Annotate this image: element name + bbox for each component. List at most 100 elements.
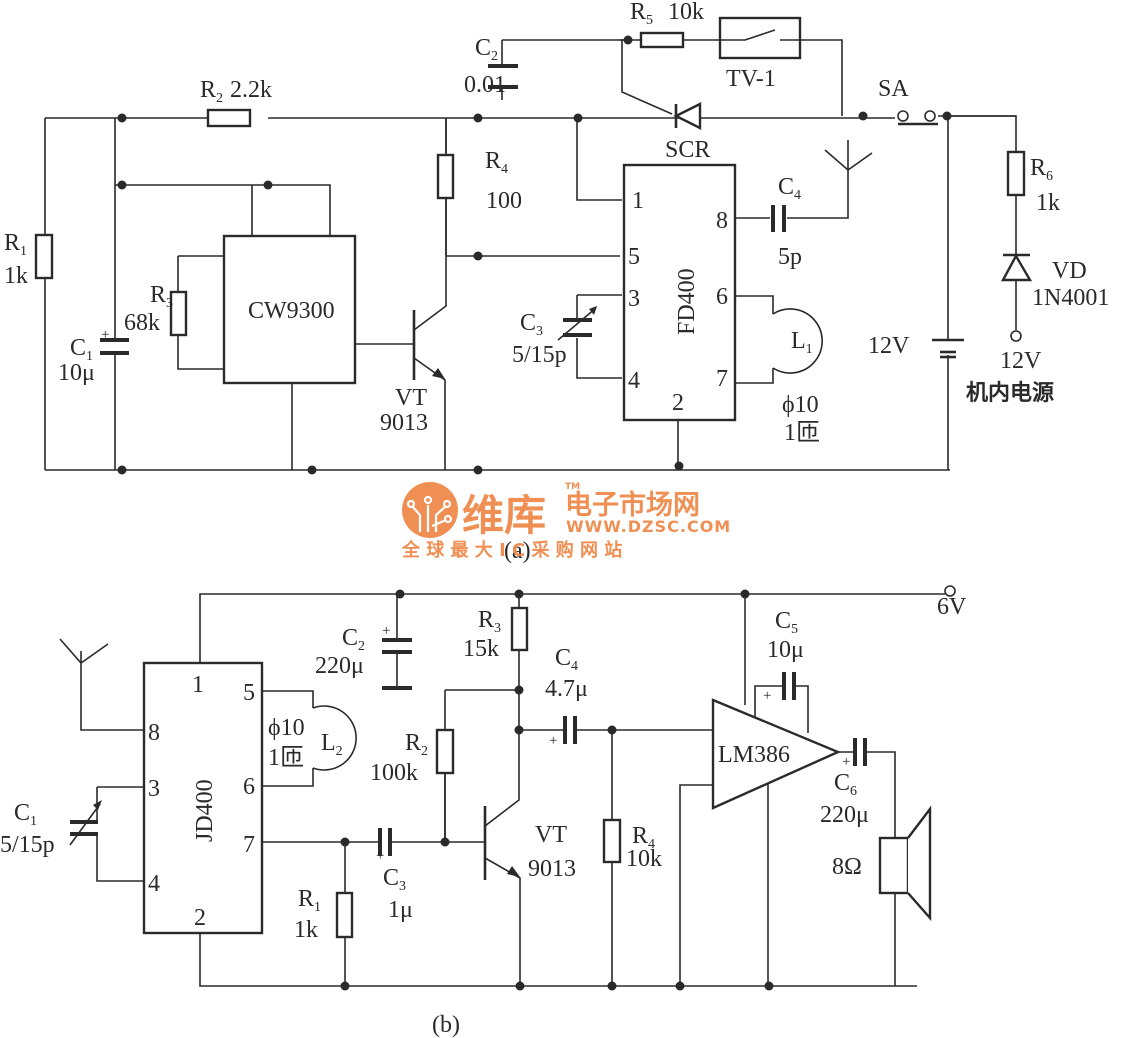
label-r3-b: R3 <box>478 607 501 636</box>
caption-a: (a) <box>504 538 531 564</box>
polarity-c5-b: + <box>763 688 771 704</box>
value-c1-b: 5/15p <box>0 832 55 858</box>
value-c5-b: 10μ <box>767 637 804 663</box>
capacitor-c5-b <box>782 672 796 700</box>
pin-jd400-6: 6 <box>243 774 255 800</box>
value-vt-b: 9013 <box>528 856 576 882</box>
value-c3-b: 1μ <box>388 897 413 923</box>
watermark-tagline: 全 球 最 大 I C 采 购 网 站 <box>401 539 622 561</box>
label-vt-b: VT <box>535 822 567 848</box>
watermark-site: 电子市场网 <box>565 489 700 521</box>
label-c2-b: C2 <box>342 625 365 654</box>
pin-fd400-7: 7 <box>716 366 728 392</box>
value-c3-a: 5/15p <box>512 342 567 368</box>
label-sa: SA <box>878 76 909 102</box>
transistor-vt-b <box>483 728 521 986</box>
polarity-c3-b: + <box>376 848 384 864</box>
coil-l1 <box>772 308 823 374</box>
label-r2-a: R2 <box>200 77 223 106</box>
ic-jd400 <box>142 661 264 935</box>
pin-jd400-2: 2 <box>194 905 206 931</box>
speaker <box>878 805 932 922</box>
label-jd400: JD400 <box>192 779 218 842</box>
label-c3-b: C3 <box>383 865 406 894</box>
pin-jd400-3: 3 <box>148 776 160 802</box>
value-r4-b: 10k <box>626 846 662 872</box>
value-r6-a: 1k <box>1036 190 1060 216</box>
supply-terminal-b <box>944 585 956 597</box>
label-l2: L2 <box>321 730 343 759</box>
antenna-b <box>59 638 144 731</box>
label-lm386: LM386 <box>718 742 790 768</box>
pin-jd400-7: 7 <box>243 832 255 858</box>
label-supply-b: 6V <box>937 594 967 620</box>
value-c2-a: 0.01 <box>464 72 506 98</box>
value-r5-a: 10k <box>668 0 704 25</box>
watermark-brand: 维库 <box>462 491 546 540</box>
junctions-b <box>340 589 774 991</box>
caption-b: (b) <box>432 1012 460 1038</box>
switch-sa <box>897 110 938 126</box>
capacitor-c3-b <box>378 828 392 856</box>
value-vt-a: 9013 <box>380 410 428 436</box>
capacitor-c2-b <box>382 638 412 690</box>
label-internal-power: 机内电源 <box>966 381 1054 406</box>
battery-12v <box>932 338 964 359</box>
label-c3-a: C3 <box>520 310 543 339</box>
value-r2-b: 100k <box>370 760 418 786</box>
capacitor-c6-b <box>853 738 867 766</box>
supply-terminal-a <box>1010 330 1022 342</box>
label-vd: VD <box>1052 258 1087 284</box>
label-r4-b: R4 <box>632 823 655 852</box>
value-r4-a: 100 <box>486 188 522 214</box>
amplifier-lm386 <box>711 698 842 810</box>
resistor-r6-a <box>1006 150 1026 197</box>
spec-l1-diameter: ϕ10 <box>782 392 819 418</box>
antenna-a <box>824 140 873 172</box>
spec-l2-diameter: ϕ10 <box>268 715 305 741</box>
resistor-r1-b <box>335 891 354 939</box>
label-r5-a: R5 <box>630 0 653 28</box>
label-supply-a: 12V <box>1000 348 1042 374</box>
label-r4-a: R4 <box>485 148 508 177</box>
pin-fd400-6: 6 <box>716 284 728 310</box>
capacitor-c4-b <box>563 716 577 744</box>
resistor-r1-a <box>34 233 54 280</box>
resistor-r3-b <box>510 606 529 652</box>
polarity-c4-b: + <box>549 733 557 749</box>
spec-l2-turns: 1匝 <box>268 745 304 771</box>
coil-l2 <box>312 705 357 771</box>
resistor-r3-a <box>169 290 188 337</box>
label-c1-a: C1 <box>70 335 93 364</box>
label-c5-b: C5 <box>775 608 798 637</box>
label-vt-a: VT <box>395 385 427 411</box>
value-c6-b: 220μ <box>820 802 869 828</box>
value-vd: 1N4001 <box>1032 285 1109 311</box>
pin-fd400-1: 1 <box>632 188 644 214</box>
value-c2-b: 220μ <box>315 653 364 679</box>
label-r6-a: R6 <box>1030 155 1053 184</box>
pin-fd400-4: 4 <box>628 368 640 394</box>
pin-fd400-3: 3 <box>628 286 640 312</box>
watermark-tm: TM <box>565 482 580 492</box>
value-r1-a: 1k <box>4 263 28 289</box>
label-c6-b: C6 <box>834 770 857 799</box>
pin-jd400-8: 8 <box>148 720 160 746</box>
resistor-r2-a <box>206 108 252 128</box>
label-speaker: 8Ω <box>832 854 862 880</box>
resistor-r4-a <box>436 153 455 200</box>
ic-fd400 <box>622 163 737 422</box>
value-r1-b: 1k <box>294 917 318 943</box>
label-tv1: TV-1 <box>726 66 776 92</box>
tilt-switch-tv1 <box>718 16 802 60</box>
polarity-c6-b: + <box>842 754 850 770</box>
watermark: 维库 电子市场网 WWW.DZSC.COM TM 全 球 最 大 I C 采 购… <box>401 482 730 561</box>
value-r3-a: 68k <box>124 310 160 336</box>
label-r2-b: R2 <box>405 730 428 759</box>
label-battery-a: 12V <box>868 333 910 359</box>
pin-jd400-5: 5 <box>243 680 255 706</box>
pin-fd400-2: 2 <box>672 390 684 416</box>
polarity-c2-b: + <box>382 623 390 639</box>
value-c4-a: 5p <box>778 244 802 270</box>
